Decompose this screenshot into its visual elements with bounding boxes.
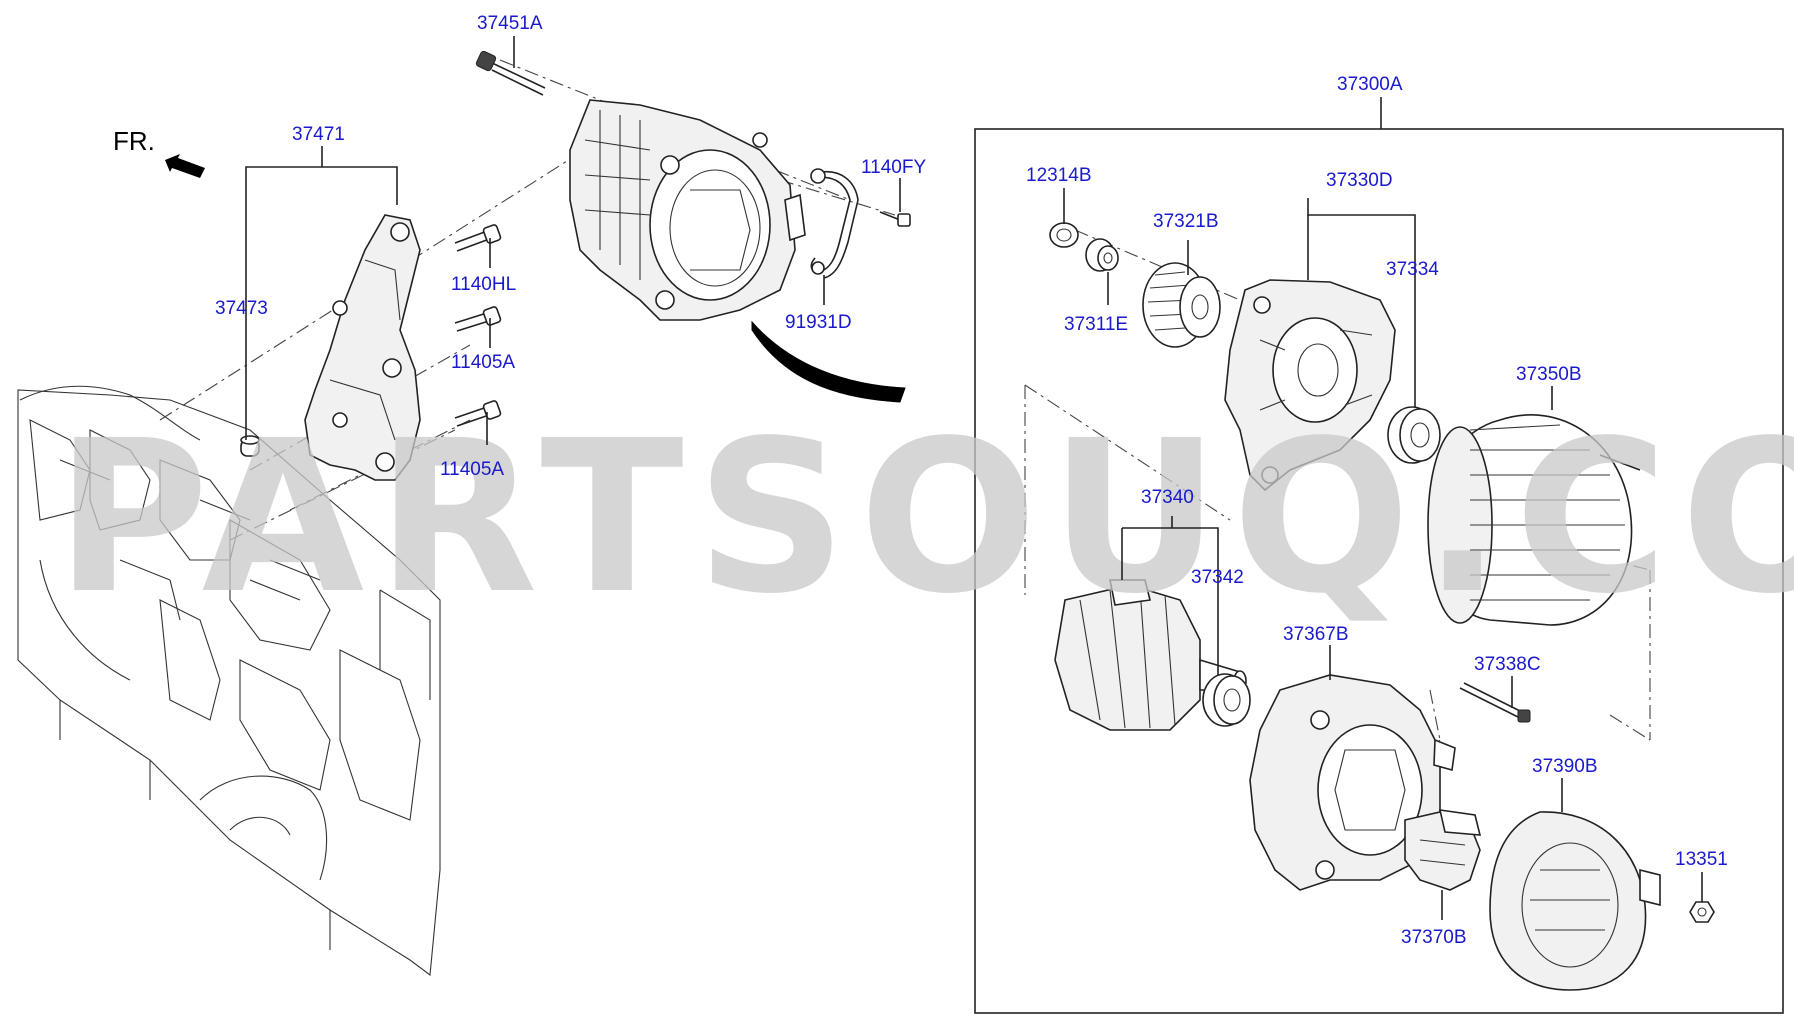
nut-37311E-drawing xyxy=(1085,238,1119,272)
label-37451A: 37451A xyxy=(477,13,543,34)
label-37321B: 37321B xyxy=(1153,211,1219,232)
bolt-11405A-upper-drawing xyxy=(454,306,502,332)
label-37340: 37340 xyxy=(1141,487,1194,508)
bolt-37451A-drawing xyxy=(475,50,546,96)
cable-91931D-drawing xyxy=(810,168,859,279)
label-37342: 37342 xyxy=(1191,567,1244,588)
label-37300A: 37300A xyxy=(1337,74,1403,95)
bolt-1140HL-drawing xyxy=(454,224,502,252)
label-37330D: 37330D xyxy=(1326,170,1393,191)
exploded-view-frame xyxy=(974,128,1784,1014)
label-37471: 37471 xyxy=(292,124,345,145)
label-11405A-lower: 11405A xyxy=(440,459,504,480)
label-37370B: 37370B xyxy=(1401,927,1467,948)
label-11405A-upper: 11405A xyxy=(451,352,515,373)
bolt-1140FY-drawing xyxy=(879,211,911,227)
regulator-37370B-drawing xyxy=(1404,809,1482,891)
bracket-37471-drawing xyxy=(304,214,421,481)
rear-housing-37367B-drawing xyxy=(1249,674,1456,891)
front-housing-37330D-drawing xyxy=(1224,279,1396,492)
stator-37350B-drawing xyxy=(1427,414,1641,626)
label-37311E: 37311E xyxy=(1064,314,1128,335)
pulley-37321B-drawing xyxy=(1142,262,1221,348)
label-37338C: 37338C xyxy=(1474,654,1541,675)
label-37367B: 37367B xyxy=(1283,624,1349,645)
label-37390B: 37390B xyxy=(1532,756,1598,777)
leader-lines xyxy=(245,36,1703,920)
watermark-text: PARTSOUQ.COM xyxy=(55,395,1794,640)
bolt-37338C-drawing xyxy=(1459,682,1531,723)
label-13351: 13351 xyxy=(1675,849,1728,870)
front-arrow-icon xyxy=(165,154,205,178)
nut-13351-drawing xyxy=(1689,901,1715,923)
label-91931D: 91931D xyxy=(785,312,852,333)
cap-12314B-drawing xyxy=(1049,222,1079,248)
label-37350B: 37350B xyxy=(1516,364,1582,385)
bearing-37342-drawing xyxy=(1202,673,1251,727)
alternator-assembly-drawing xyxy=(569,99,806,321)
label-37473: 37473 xyxy=(215,298,268,319)
part-labels: 37451A 37471 37473 1140HL 11405A 11405A … xyxy=(215,13,1728,948)
bearing-37334-drawing xyxy=(1387,406,1441,464)
front-direction-indicator: FR. xyxy=(113,126,205,178)
label-1140FY: 1140FY xyxy=(861,157,926,178)
front-direction-label: FR. xyxy=(113,126,155,156)
label-37334: 37334 xyxy=(1386,259,1439,280)
engine-block-drawing xyxy=(17,385,441,977)
rear-cover-37390B-drawing xyxy=(1489,811,1661,991)
dowel-37473-drawing xyxy=(240,435,260,457)
label-12314B: 12314B xyxy=(1026,165,1092,186)
label-1140HL: 1140HL xyxy=(451,274,516,295)
exploded-view-arrow xyxy=(751,320,906,403)
